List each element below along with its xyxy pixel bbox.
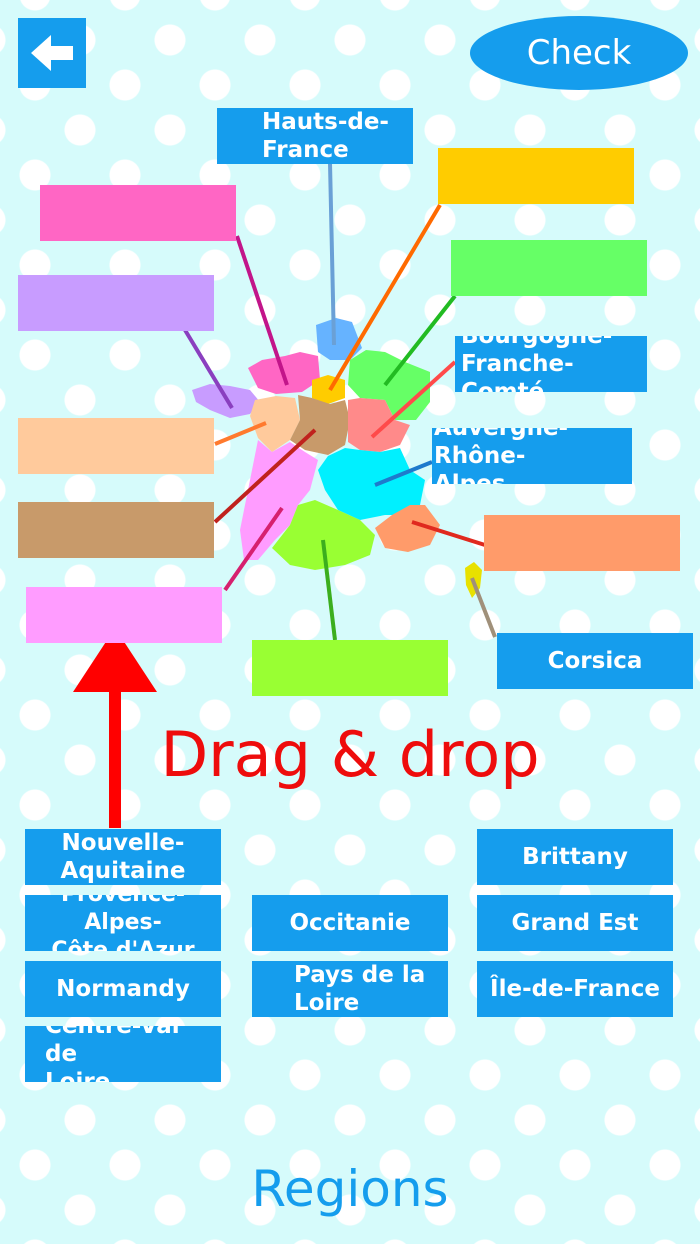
drop-slot-centre-val-de-loire[interactable] <box>18 502 214 558</box>
tile-brittany[interactable]: Brittany <box>477 829 673 885</box>
region-ile-de-france <box>312 375 345 404</box>
label-bourgogne-franche-comte: Bourgogne- Franche-Comté <box>455 336 647 392</box>
region-bourgogne-franche-comte <box>348 398 410 452</box>
drop-slot-pays-de-la-loire[interactable] <box>18 418 214 474</box>
tile-pays-de-la-loire[interactable]: Pays de la Loire <box>252 961 448 1017</box>
tile-ile-de-france[interactable]: Île-de-France <box>477 961 673 1017</box>
drop-slot-normandy[interactable] <box>40 185 236 241</box>
region-pays-de-la-loire <box>250 396 300 452</box>
tile-centre-val-de-loire[interactable]: Centre-Val de Loire <box>25 1026 221 1082</box>
tile-nouvelle-aquitaine[interactable]: Nouvelle- Aquitaine <box>25 829 221 885</box>
check-button[interactable]: Check <box>470 16 688 90</box>
drop-slot-ile-de-france[interactable] <box>438 148 634 204</box>
page-title: Regions <box>251 1160 449 1218</box>
tile-occitanie[interactable]: Occitanie <box>252 895 448 951</box>
region-nouvelle-aquitaine <box>240 440 318 560</box>
tile-provence-alpes-cote-dazur[interactable]: Provence-Alpes- Côte d'Azur <box>25 895 221 951</box>
drag-arrow-icon <box>73 628 157 828</box>
region-occitanie <box>272 500 375 570</box>
region-hauts-de-france <box>316 318 362 360</box>
drop-slot-brittany[interactable] <box>18 275 214 331</box>
drag-drop-instruction: Drag & drop <box>160 718 540 791</box>
back-button[interactable] <box>18 18 86 88</box>
arrow-left-icon <box>31 35 73 71</box>
label-hauts-de-france: Hauts-de- France <box>217 108 413 164</box>
tile-normandy[interactable]: Normandy <box>25 961 221 1017</box>
region-auvergne-rhone-alpes <box>318 448 425 520</box>
drop-slot-occitanie[interactable] <box>252 640 448 696</box>
label-corsica: Corsica <box>497 633 693 689</box>
drop-slot-grand-est[interactable] <box>451 240 647 296</box>
drop-slot-provence[interactable] <box>484 515 680 571</box>
label-auvergne-rhone-alpes: Auvergne-Rhône- Alpes <box>432 428 632 484</box>
drop-slot-nouvelle-aquitaine[interactable] <box>26 587 222 643</box>
tile-grand-est[interactable]: Grand Est <box>477 895 673 951</box>
region-provence <box>375 505 440 552</box>
